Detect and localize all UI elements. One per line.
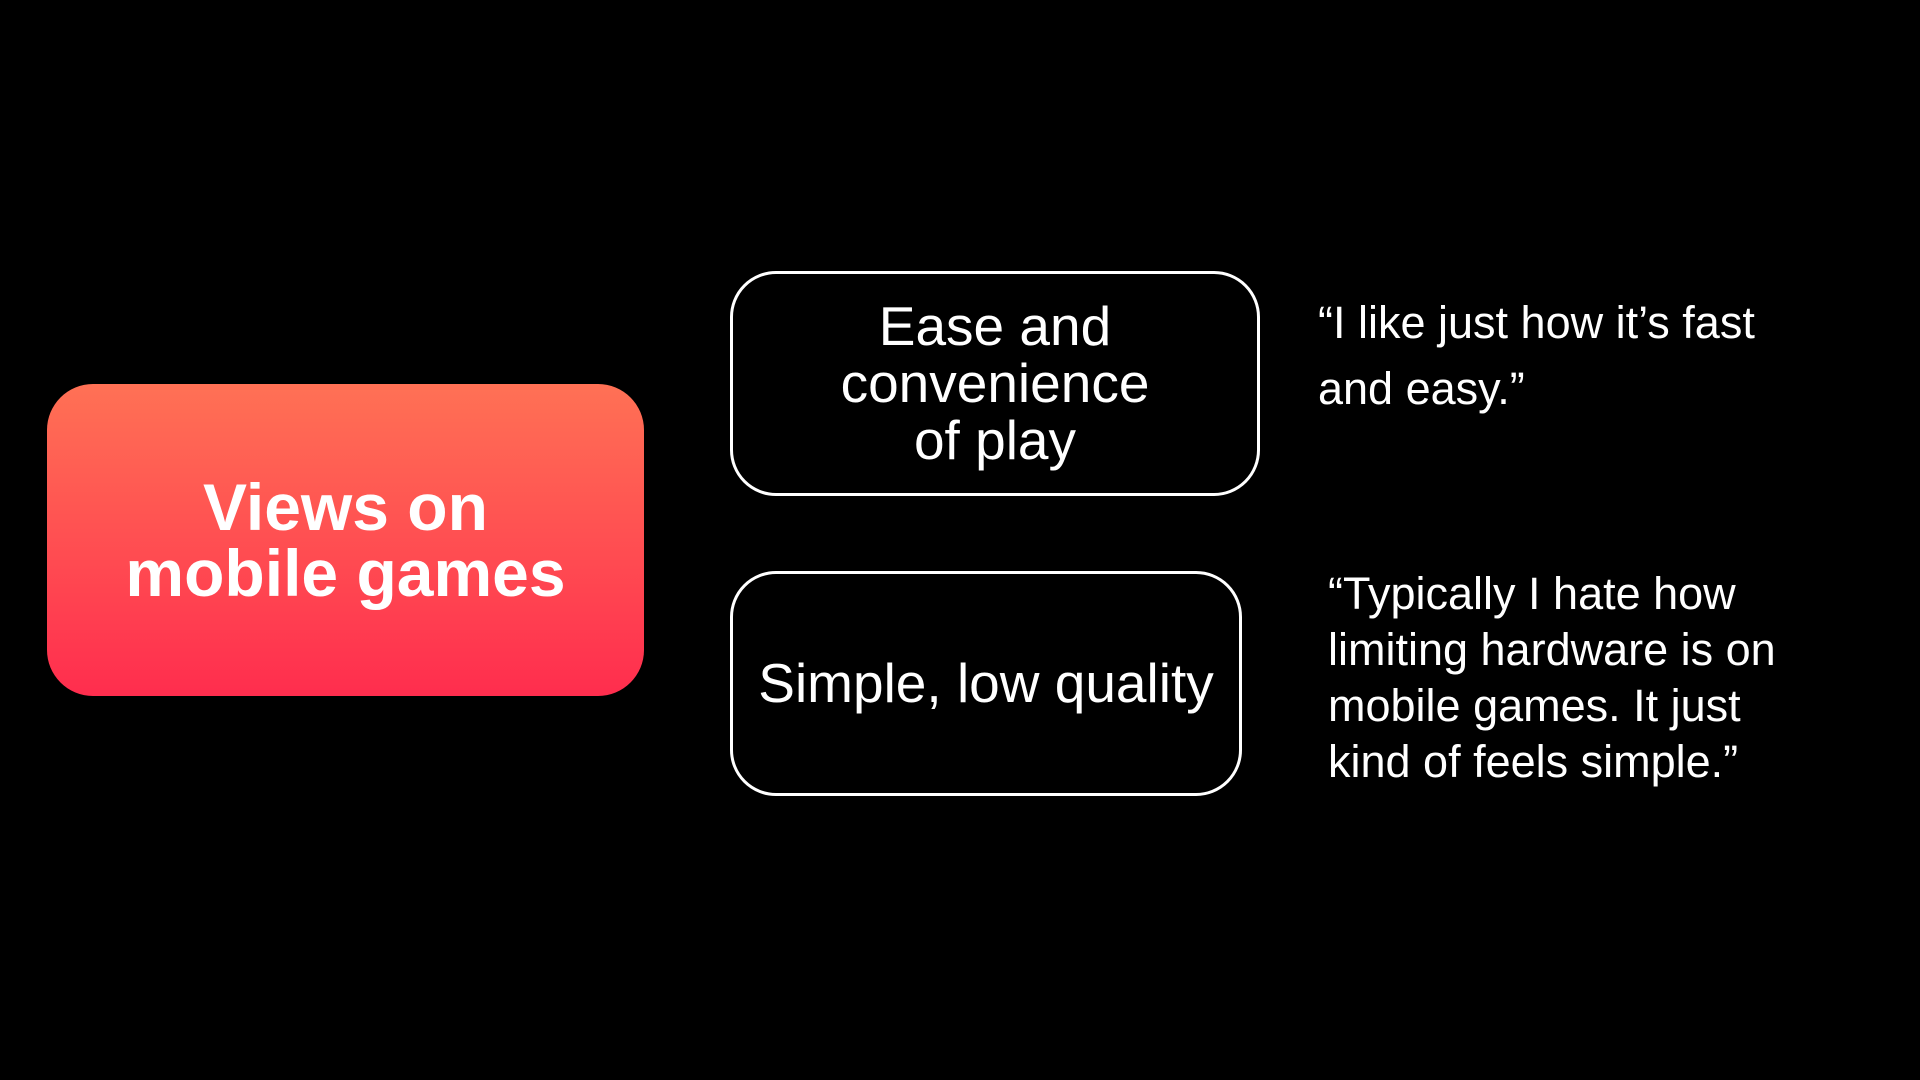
main-topic-label: Views on mobile games (125, 470, 566, 610)
theme-quote: “I like just how it’s fast and easy.” (1318, 297, 1755, 414)
theme-box-ease-and-convenience: Ease and convenience of play (730, 271, 1260, 496)
theme-label: Ease and convenience of play (840, 295, 1150, 471)
theme-label: Simple, low quality (758, 652, 1214, 714)
main-topic-box: Views on mobile games (47, 384, 644, 696)
theme-quote: “Typically I hate how limiting hardware … (1328, 568, 1776, 787)
theme-box-simple-low-quality: Simple, low quality (730, 571, 1242, 796)
